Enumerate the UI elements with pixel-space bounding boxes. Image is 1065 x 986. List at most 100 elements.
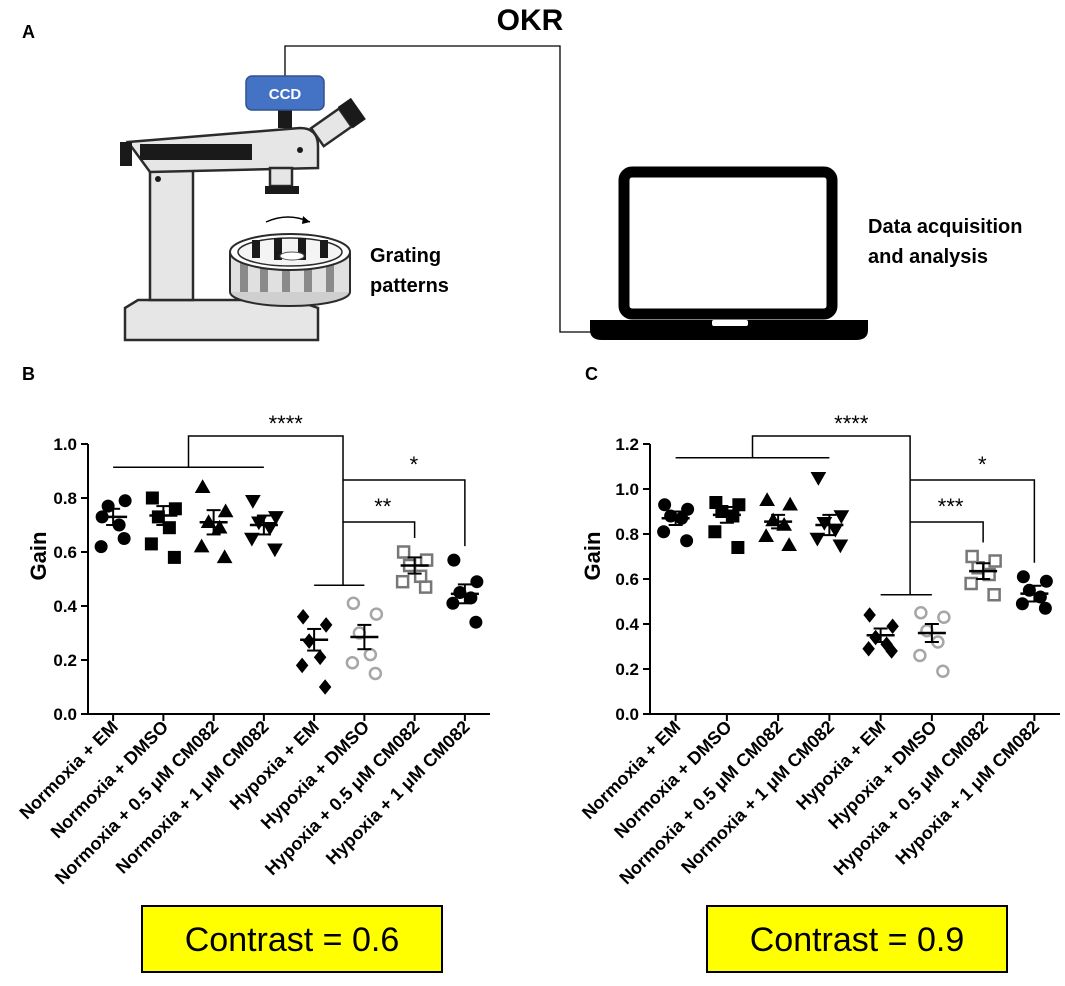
sig-label-main: ****	[834, 411, 869, 436]
sig-bracket-group7	[910, 521, 984, 543]
panel-c-letter: C	[585, 364, 598, 384]
data-point	[319, 617, 333, 633]
data-point	[245, 494, 261, 509]
microscope-illustration	[120, 97, 366, 342]
sig-bracket-group8	[910, 479, 1036, 563]
panel-b-contrast-label: Contrast = 0.6	[185, 921, 400, 959]
y-tick-label: 0.2	[53, 651, 77, 670]
data-point	[732, 498, 746, 512]
data-point	[267, 543, 283, 558]
x-category-label: Hypoxia + EM	[226, 717, 323, 814]
sig-label-group8: *	[410, 452, 419, 477]
panel-c-contrast-label: Contrast = 0.9	[750, 921, 965, 959]
data-point	[368, 666, 383, 681]
data-point	[782, 496, 798, 511]
data-point	[914, 606, 928, 620]
data-point	[987, 588, 1001, 602]
sig-label-group8: *	[978, 452, 987, 477]
data-point	[936, 664, 950, 678]
data-point	[217, 503, 234, 518]
data-point	[302, 633, 316, 649]
data-point	[680, 534, 694, 548]
panel-c-contrast-box	[706, 905, 1008, 973]
data-point	[781, 537, 797, 551]
data-point	[964, 576, 978, 591]
y-tick-label: 0.0	[53, 705, 77, 724]
data-point	[251, 516, 267, 531]
data-point	[731, 541, 745, 554]
data-point	[816, 517, 833, 531]
data-point	[913, 648, 927, 663]
data-point	[809, 532, 826, 547]
panel-b-y-axis-label: Gain	[26, 532, 51, 581]
data-point	[886, 618, 899, 635]
y-tick-label: 0.4	[53, 597, 77, 616]
ccd-label: CCD	[269, 86, 302, 103]
data-point	[1016, 570, 1030, 584]
y-tick-label: 0.0	[615, 705, 639, 724]
data-point	[345, 655, 360, 670]
computer-label-line1: Data acquisition	[868, 216, 1022, 238]
data-point	[118, 494, 132, 508]
data-point	[94, 540, 108, 554]
data-point	[168, 502, 182, 516]
data-point	[759, 492, 775, 506]
y-tick-label: 0.4	[615, 615, 639, 634]
data-point	[447, 553, 461, 567]
sig-label-group7: ***	[938, 494, 964, 519]
data-point	[863, 607, 876, 623]
data-point	[1039, 574, 1053, 588]
data-point	[833, 510, 850, 525]
data-point	[658, 498, 672, 512]
y-tick-label: 0.8	[615, 525, 639, 544]
camera-cable	[284, 45, 595, 333]
y-tick-label: 1.0	[615, 480, 639, 499]
sig-label-group7: **	[374, 494, 392, 519]
panel-b-contrast-box	[141, 905, 443, 973]
data-point	[920, 624, 934, 638]
data-point	[758, 528, 774, 542]
data-point	[244, 532, 260, 547]
data-point	[470, 575, 484, 589]
computer-label-line2: and analysis	[868, 246, 988, 268]
data-point	[419, 553, 434, 567]
y-tick-label: 0.2	[615, 660, 639, 679]
panel-b-letter: B	[22, 364, 35, 384]
laptop-icon	[590, 166, 868, 340]
data-point	[363, 647, 378, 662]
data-point	[885, 643, 898, 659]
panel-c-chart: C Gain Contrast = 0.9 0.0 0.2 0.4 0.6 0.8 1.0…	[578, 364, 1060, 973]
data-point	[369, 607, 384, 621]
y-tick-label: 0.6	[615, 570, 639, 589]
data-point	[162, 521, 176, 535]
data-point	[776, 516, 792, 531]
data-point	[395, 574, 410, 589]
sig-bracket-main	[187, 435, 344, 586]
data-point	[296, 608, 310, 625]
panel-a-title: OKR	[497, 4, 564, 37]
grating-label-line1: Grating	[370, 245, 441, 267]
data-point	[862, 640, 875, 657]
data-point	[346, 596, 361, 611]
data-point	[144, 537, 158, 551]
data-point	[810, 472, 827, 486]
x-category-label: Hypoxia + EM	[792, 717, 889, 814]
y-tick-label: 1.0	[53, 435, 77, 454]
data-point	[1015, 597, 1029, 611]
data-point	[469, 615, 483, 629]
data-point	[211, 519, 228, 534]
data-point	[832, 539, 849, 554]
data-point	[117, 532, 131, 545]
data-point	[268, 511, 284, 525]
data-point	[145, 491, 159, 505]
ccd-camera	[245, 75, 325, 111]
panel-c-y-axis-label: Gain	[580, 532, 605, 581]
data-point	[295, 657, 309, 674]
data-point	[194, 479, 211, 493]
y-tick-label: 0.8	[53, 489, 77, 508]
panel-a: A OKR	[22, 4, 1022, 342]
data-point	[446, 596, 460, 610]
data-point	[193, 538, 210, 553]
data-point	[318, 679, 332, 695]
data-point	[708, 525, 722, 539]
